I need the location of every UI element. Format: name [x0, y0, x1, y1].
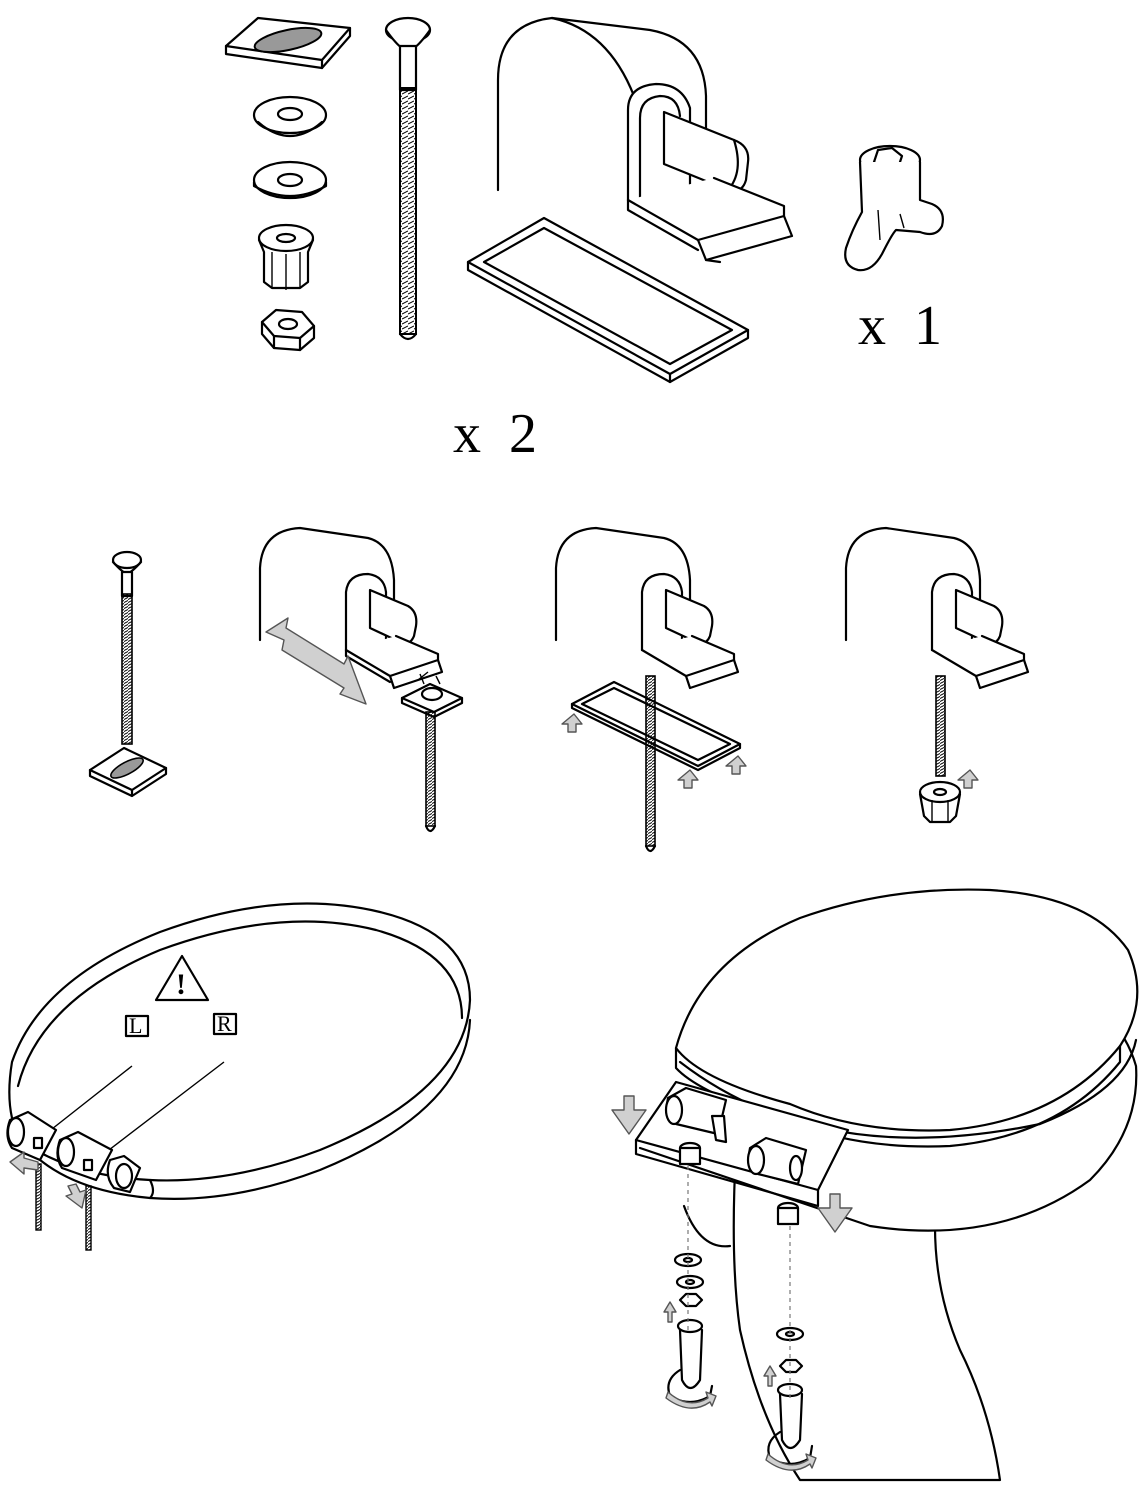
step-3 [554, 526, 747, 853]
double-arrow-icon [265, 617, 367, 705]
warning-exclamation: ! [176, 968, 186, 1001]
seat-left-right-view: ! L R [6, 902, 472, 1251]
up-arrow-icon [663, 1301, 677, 1323]
kit-quantity-two: x 2 [453, 403, 537, 465]
cone-washer-part [252, 95, 328, 137]
step-1 [88, 550, 168, 798]
down-arrow-icon [611, 1095, 853, 1233]
toilet-installation-view [611, 888, 1139, 1482]
up-arrow-icon [957, 769, 979, 789]
flat-washer-part [252, 160, 328, 200]
warning-triangle-icon: ! [154, 954, 210, 1002]
right-label-box: R [212, 1011, 238, 1036]
up-arrow-icon [561, 713, 747, 789]
base-gasket-part [466, 216, 750, 384]
hex-nut-part [260, 308, 316, 352]
left-label-box: L [124, 1013, 150, 1038]
install-tool-part [844, 144, 944, 272]
square-plate-part [224, 16, 352, 70]
long-bolt-part [384, 16, 432, 341]
hinge-cylinders [6, 1110, 142, 1251]
left-label: L [129, 1013, 142, 1038]
right-label: R [217, 1011, 232, 1036]
assembly-steps [88, 526, 1030, 853]
expansion-plug-part [257, 223, 315, 290]
parts-kit: x 2 x 1 [224, 16, 944, 465]
left-fastener-stack [663, 1252, 717, 1409]
hinge-block-part [496, 16, 794, 264]
double-arrow-icon [9, 1151, 87, 1209]
rotate-arrow-icon [665, 1391, 717, 1409]
step-4 [844, 526, 1030, 824]
tool-quantity-one: x 1 [858, 295, 942, 357]
up-arrow-icon [763, 1365, 777, 1387]
step-2 [258, 526, 464, 833]
rotate-arrow-icon [765, 1453, 817, 1471]
